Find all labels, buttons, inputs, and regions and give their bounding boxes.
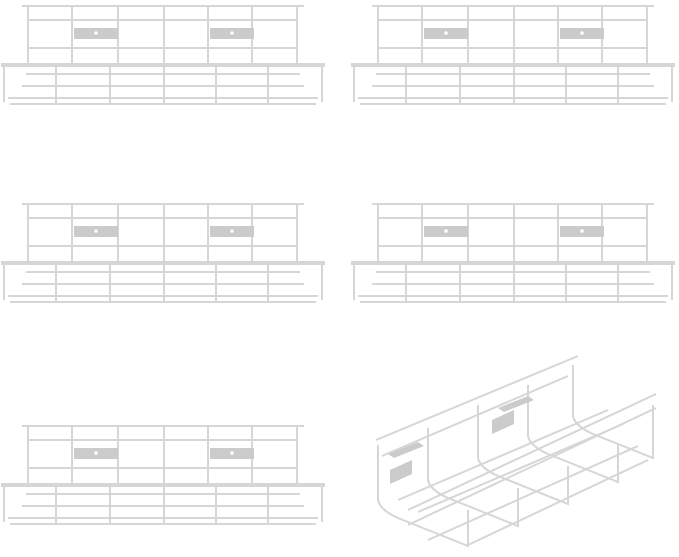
- mounting-bracket-icon: [388, 396, 534, 484]
- cable-tray-front-1: Cable tray 1 (front view): [0, 2, 330, 110]
- wire-tray-graphic: [351, 5, 675, 105]
- cable-tray-perspective: Cable tray 6 (perspective view): [368, 350, 668, 550]
- cable-tray-front-2: Cable tray 2 (front view): [350, 2, 679, 110]
- wire-tray-perspective-graphic: [375, 355, 657, 548]
- cable-tray-front-5: Cable tray 5 (front view): [0, 422, 330, 530]
- wire-tray-graphic: [351, 203, 675, 303]
- wire-tray-graphic: [1, 425, 325, 525]
- cable-tray-front-3: Cable tray 3 (front view): [0, 200, 330, 308]
- wire-tray-graphic: [1, 203, 325, 303]
- cable-tray-front-4: Cable tray 4 (front view): [350, 200, 679, 308]
- wire-tray-graphic: [1, 5, 325, 105]
